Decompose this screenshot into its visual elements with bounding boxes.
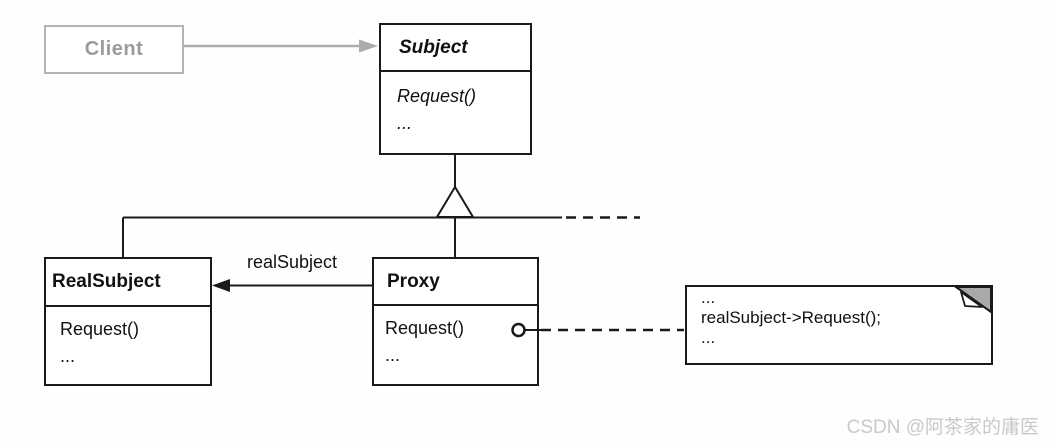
method-subject-request: Request(): [397, 86, 477, 106]
class-title-proxy: Proxy: [374, 259, 537, 306]
class-box-proxy: Proxy Request() ...: [372, 257, 539, 386]
proxy-to-realsubject-arrowhead-icon: [212, 279, 230, 292]
inheritance-triangle-icon: [435, 185, 475, 218]
csdn-watermark: CSDN @阿茶家的庸医: [846, 417, 1039, 438]
method-subject-ellipsis: ...: [397, 113, 413, 133]
note-line-3: ...: [701, 328, 716, 347]
note-box-proxy-implementation: ... realSubject->Request(); ...: [685, 285, 993, 365]
class-methods-proxy: Request() ...: [374, 306, 537, 369]
class-methods-realsubject: Request() ...: [46, 307, 210, 370]
note-fold-gray-triangle: [953, 286, 992, 313]
class-box-client: Client: [44, 25, 184, 74]
note-line-2: realSubject->Request();: [701, 308, 882, 327]
method-proxy-ellipsis: ...: [385, 345, 401, 365]
note-fold-white-flap: [960, 291, 983, 308]
class-box-realsubject: RealSubject Request() ...: [44, 257, 212, 386]
class-title-client: Client: [84, 38, 144, 60]
method-proxy-request: Request(): [385, 318, 465, 338]
class-methods-subject: Request() ...: [381, 72, 530, 137]
association-label-realsubject: realSubject: [247, 252, 338, 272]
method-realsubject-request: Request(): [60, 319, 140, 339]
note-line-1: ...: [701, 288, 716, 307]
client-to-subject-arrowhead-icon: [359, 39, 378, 53]
method-realsubject-ellipsis: ...: [60, 346, 76, 366]
note-dog-ear-fold-icon: [953, 286, 992, 313]
class-title-subject: Subject: [381, 25, 530, 72]
class-box-subject: Subject Request() ...: [379, 23, 532, 155]
class-title-realsubject: RealSubject: [46, 259, 210, 307]
